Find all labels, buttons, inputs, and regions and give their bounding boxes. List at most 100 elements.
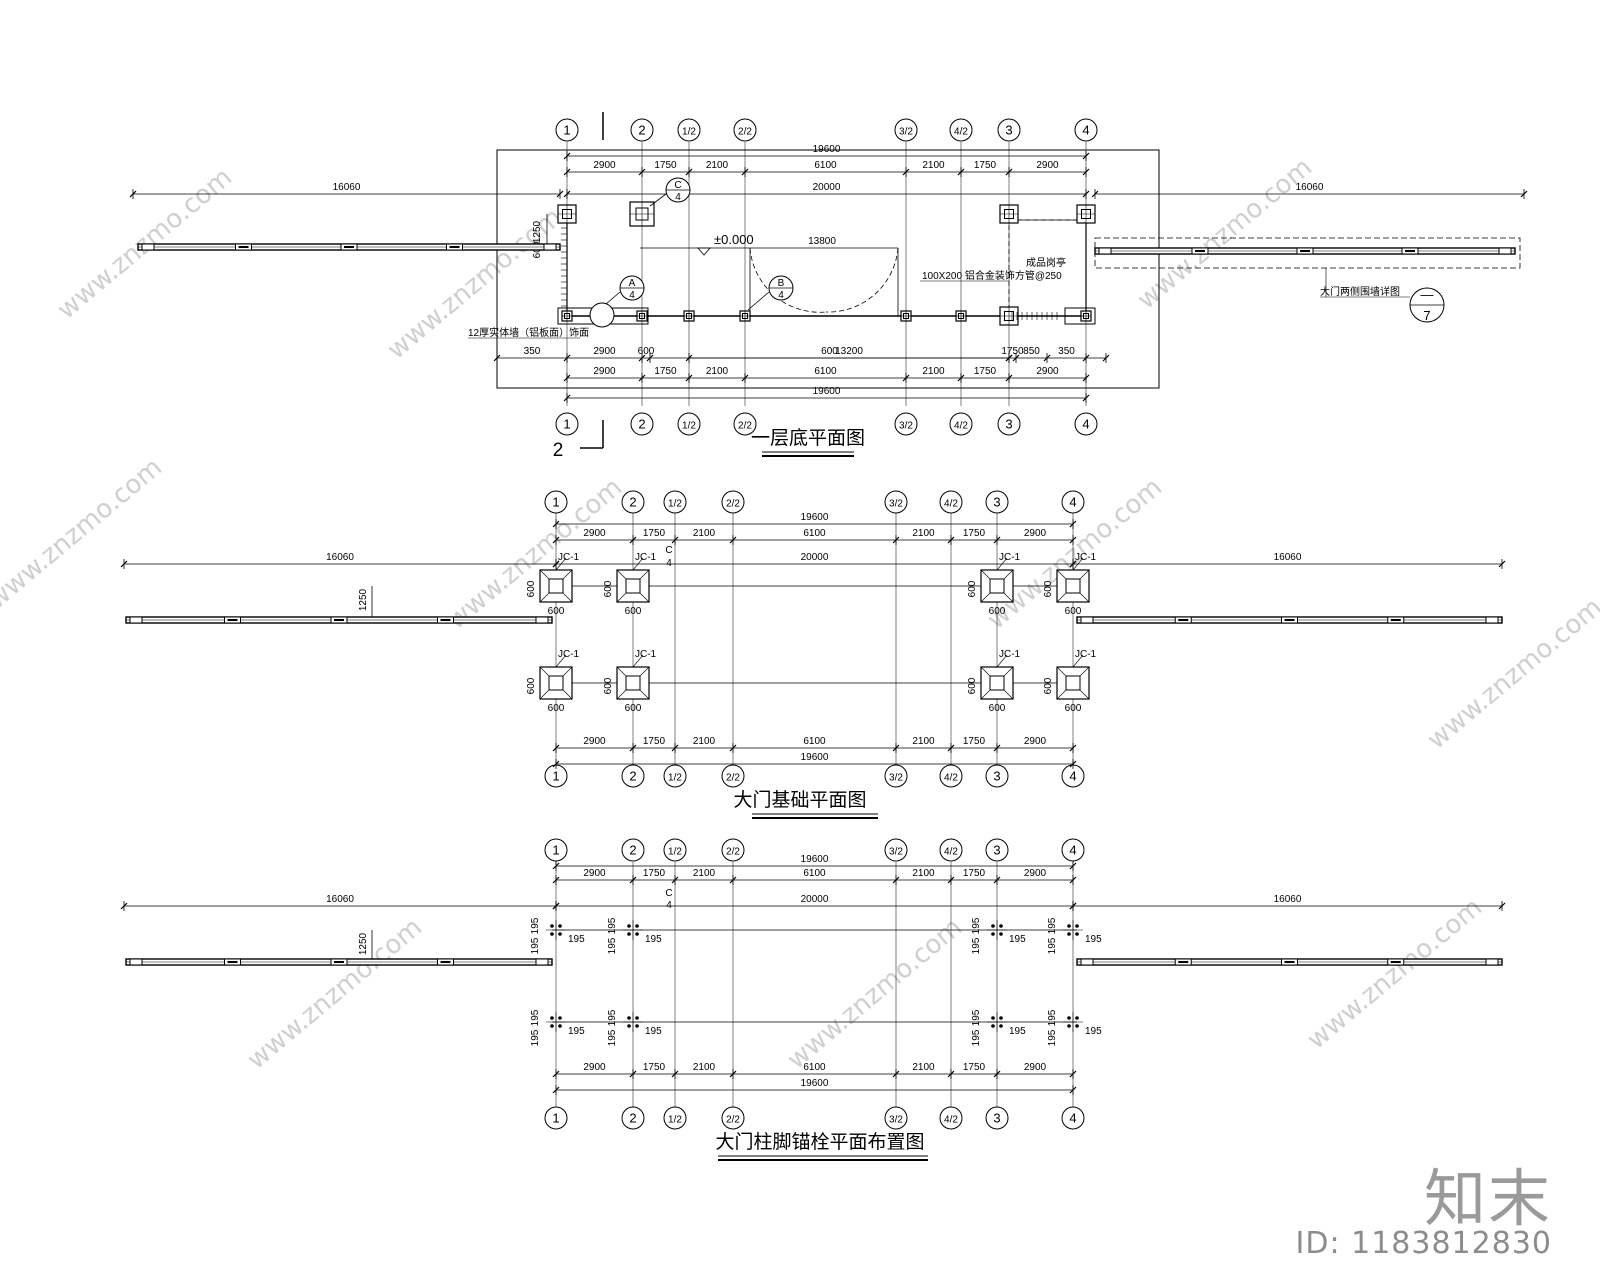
dimension-tick	[552, 902, 560, 910]
axis-label: 3/2	[889, 499, 903, 510]
dimension-tick	[902, 168, 910, 176]
dimension-tick	[563, 168, 571, 176]
dimension-tick	[556, 190, 564, 198]
dimension-tick	[947, 876, 955, 884]
watermark-site-text: www.znzmo.com	[1132, 152, 1318, 315]
footing-size-label: 600	[526, 580, 537, 597]
dimension-label: 1750	[963, 736, 986, 747]
dimension-label: 1250	[532, 220, 543, 243]
dimension-label: 6100	[803, 868, 826, 879]
anchor-bolt	[991, 932, 995, 936]
dimension-tick	[493, 354, 501, 362]
dimension-tick	[1069, 520, 1077, 528]
footing-slope	[562, 689, 573, 700]
dimension-label: 1750	[643, 868, 666, 879]
axis-bubble	[621, 764, 645, 788]
dimension-label: 20000	[801, 552, 829, 563]
axis-label: 3	[993, 1111, 1000, 1126]
axis-bubble	[721, 1106, 745, 1130]
axis-bubble	[544, 490, 568, 514]
axis-label: 3/2	[889, 773, 903, 784]
axis-bubble	[884, 490, 908, 514]
dimension-label: 20000	[813, 182, 841, 193]
dimension-tick	[957, 168, 965, 176]
axis-bubble	[630, 118, 654, 142]
dimension-label: 1750	[643, 736, 666, 747]
footing-size-label: 600	[1065, 606, 1082, 617]
dimension-label: 6100	[803, 528, 826, 539]
dimension-tick	[552, 876, 560, 884]
axis-label: 3	[993, 769, 1000, 784]
leader-line	[555, 654, 567, 668]
fence-end-post	[1080, 958, 1094, 966]
dimension-tick	[1069, 1086, 1077, 1094]
leader-line	[747, 291, 770, 311]
dimension-tick	[1082, 152, 1090, 160]
axis-label: 3/2	[899, 421, 913, 432]
axis-bubble	[733, 118, 757, 142]
footing-slope	[539, 592, 550, 603]
dimension-tick	[552, 1070, 560, 1078]
dimension-tick	[741, 168, 749, 176]
footing-slope	[1003, 592, 1014, 603]
anchor-dimension-label: 195	[1047, 1029, 1058, 1046]
axis-label: 1/2	[682, 421, 696, 432]
axis-label: 2/2	[726, 847, 740, 858]
footing-label: JC-1	[1075, 649, 1097, 660]
dimension-label: 2100	[706, 160, 729, 171]
footing-size-label: 600	[625, 703, 642, 714]
axis-label: 4	[1069, 769, 1076, 784]
anchor-dimension-label: 195	[1009, 1026, 1026, 1037]
watermark-logo: 知末	[1423, 1162, 1552, 1235]
anchor-bolt	[550, 1024, 554, 1028]
footing-slope	[616, 592, 627, 603]
footing-column	[548, 578, 564, 594]
dimension-label: 2100	[912, 868, 935, 879]
footing-slope	[1079, 569, 1090, 580]
axis-label: 3	[993, 843, 1000, 858]
gate-swing-arc	[825, 247, 899, 313]
footing-column	[1065, 578, 1081, 594]
anchor-dimension-label: 195	[530, 937, 541, 954]
dimension-label: 19600	[801, 854, 829, 865]
axis-label: 1/2	[682, 127, 696, 138]
dimension-tick	[892, 876, 900, 884]
axis-bubble	[677, 118, 701, 142]
axis-bubble	[894, 412, 918, 436]
dimension-tick	[563, 354, 571, 362]
leader-line	[632, 557, 644, 571]
footing-size-label: 600	[1043, 580, 1054, 597]
wall-panel-right	[1064, 307, 1096, 325]
axis-bubble	[733, 412, 757, 436]
footing-slope	[616, 569, 627, 580]
fence-end-post	[535, 958, 549, 966]
dimension-label: 2100	[693, 528, 716, 539]
leader-line	[1072, 557, 1084, 571]
detail-number-top: —	[1421, 287, 1434, 302]
axis-label: 2	[638, 417, 645, 432]
dimension-label: 16060	[333, 182, 361, 193]
dimension-label: 1750	[654, 160, 677, 171]
footing-slope	[539, 569, 550, 580]
dimension-label: 2100	[693, 736, 716, 747]
dimension-tick	[1069, 536, 1077, 544]
axis-bubble	[1074, 412, 1098, 436]
callout-letter: C	[674, 180, 681, 191]
axis-bubble	[949, 118, 973, 142]
axis-label: 2/2	[738, 421, 752, 432]
axis-bubble	[1074, 118, 1098, 142]
axis-label: 2	[629, 769, 636, 784]
dimension-tick	[120, 902, 128, 910]
footing-label: JC-1	[635, 649, 657, 660]
anchor-bolt	[999, 924, 1003, 928]
anchor-bolt	[1067, 1016, 1071, 1020]
fence-end-post	[129, 958, 143, 966]
footing-column	[625, 675, 641, 691]
footing-slope	[980, 592, 991, 603]
axis-label: 2/2	[726, 499, 740, 510]
dimension-label: 2100	[912, 528, 935, 539]
anchor-bolt	[1067, 924, 1071, 928]
plan-title: 大门柱脚锚栓平面布置图	[715, 1131, 924, 1153]
